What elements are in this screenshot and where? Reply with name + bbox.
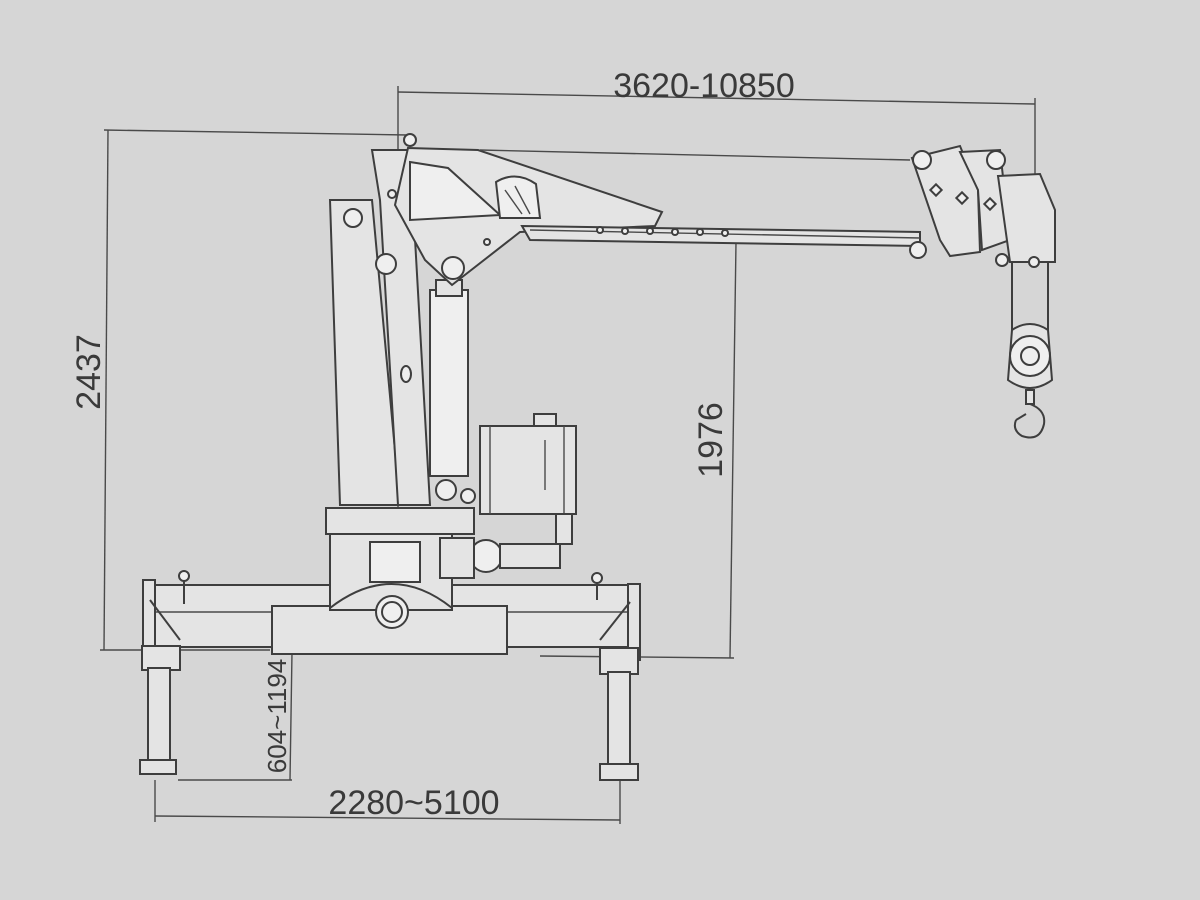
reach-dimension-label: 3620-10850 bbox=[613, 67, 795, 105]
swing-bearing-icon bbox=[375, 595, 409, 629]
outrigger-lift-dimension: 604~1194 bbox=[178, 651, 293, 781]
cylinder-pin-icon bbox=[435, 479, 457, 501]
lift-cylinder bbox=[429, 279, 476, 504]
outrigger-lift-label: 604~1194 bbox=[262, 659, 292, 773]
oil-tank bbox=[479, 413, 577, 545]
boom-tip bbox=[910, 144, 1056, 268]
telescopic-boom bbox=[479, 149, 927, 259]
crane-base bbox=[139, 507, 641, 781]
boom-head bbox=[387, 133, 664, 287]
total-height-dimension: 2437 bbox=[70, 129, 409, 651]
hook-icon bbox=[1013, 403, 1046, 439]
outrigger-span-dimension: 2280~5100 bbox=[154, 780, 621, 824]
outrigger-span-label: 2280~5100 bbox=[328, 784, 499, 822]
boom-height-label: 1976 bbox=[692, 402, 730, 478]
boom-pivot-icon bbox=[441, 256, 465, 280]
total-height-label: 2437 bbox=[70, 334, 108, 410]
hook-block bbox=[1006, 262, 1054, 439]
crane-column bbox=[328, 149, 432, 506]
